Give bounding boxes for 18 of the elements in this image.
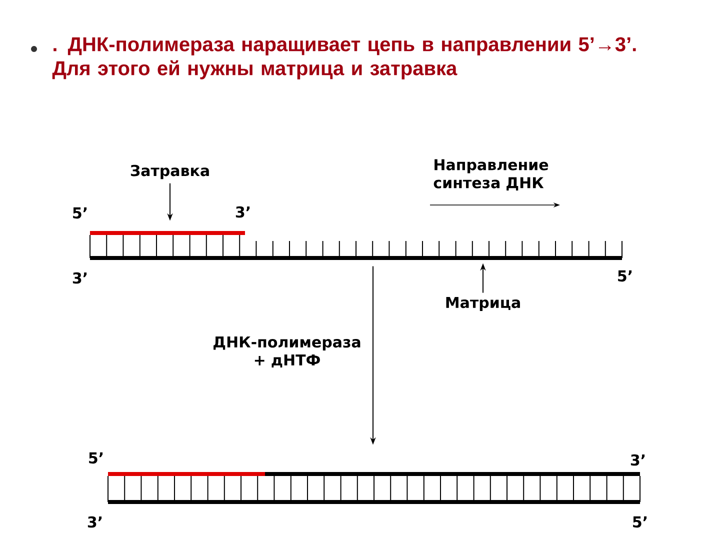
primer-strand <box>108 472 265 476</box>
dna-strand <box>108 500 640 504</box>
title: . ДНК-полимераза наращивает цепь в направлении 5’→3’. Для этого ей нужны матрица и затравка <box>52 37 636 80</box>
direction-label: Направление синтеза ДНК <box>434 159 548 190</box>
strand-end-label: 5’ <box>89 452 103 464</box>
strand-end-label: 3’ <box>72 272 87 284</box>
strand-end-label: 5’ <box>618 270 632 282</box>
strand-end-label: 5’ <box>633 516 647 528</box>
strand-end-label: 5’ <box>73 207 87 219</box>
strand-end-label: 3’ <box>88 516 102 528</box>
node-label: Затравка <box>130 164 209 180</box>
primer-strand <box>90 231 245 235</box>
node-label: Матрица <box>446 296 520 312</box>
dna-strand <box>90 256 622 260</box>
strand-end-label: 3’ <box>236 206 250 218</box>
edge-label: ДНК-полимераза + дНТФ <box>214 336 360 368</box>
dna-strand <box>265 472 640 476</box>
strand-end-label: 3’ <box>630 454 645 466</box>
